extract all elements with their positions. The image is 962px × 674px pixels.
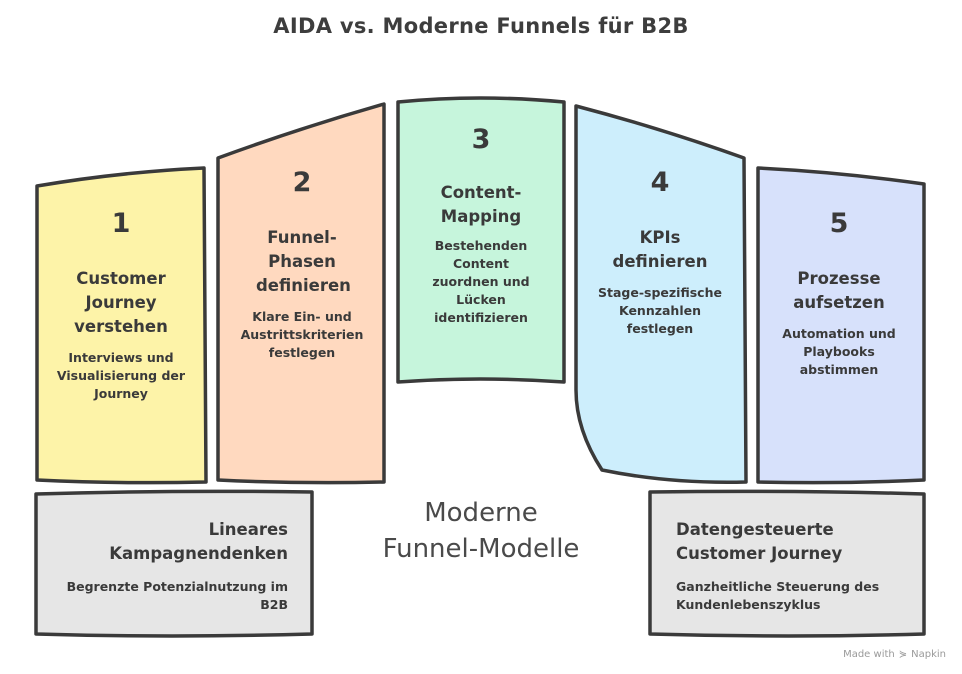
step-description: Bestehenden Content zuordnen und Lücken … <box>432 238 530 325</box>
step-heading: Funnel-Phasen definieren <box>256 228 351 295</box>
base-left: Lineares Kampagnendenken Begrenzte Poten… <box>52 518 288 614</box>
step-heading: KPIs definieren <box>612 228 708 271</box>
step-description: Klare Ein- und Austrittskriterien festle… <box>240 309 364 360</box>
step-description: Interviews und Visualisierung der Journe… <box>56 350 186 401</box>
step-heading: Prozesse aufsetzen <box>793 269 885 312</box>
step-number: 1 <box>111 208 131 239</box>
step-description: Stage-spezifische Kennzahlen festlegen <box>598 285 722 336</box>
center-label: Moderne Funnel-Modelle <box>382 498 580 564</box>
footer-credit: Made with ⋟ Napkin <box>843 649 946 660</box>
base-heading: Datengesteuerte Customer Journey <box>676 520 843 563</box>
base-description: Begrenzte Potenzialnutzung im B2B <box>66 579 288 612</box>
step-heading: Customer Journey verstehen <box>74 269 168 336</box>
step-5-shape <box>756 166 926 485</box>
step-3-shape <box>396 96 566 384</box>
step-number: 5 <box>829 208 849 239</box>
step-4-shape <box>574 104 748 484</box>
step-2: 2 Funnel-Phasen definieren Klare Ein- un… <box>222 167 382 362</box>
diagram-title: AIDA vs. Moderne Funnels für B2B <box>273 14 689 38</box>
step-5: 5 Prozesse aufsetzen Automation und Play… <box>758 208 920 379</box>
step-heading: Content-Mapping <box>440 183 522 226</box>
base-left-shape <box>34 489 314 638</box>
made-with-label: Made with <box>843 649 895 660</box>
step-2-shape <box>216 102 386 485</box>
base-right-shape <box>648 489 926 638</box>
step-number: 3 <box>471 124 491 155</box>
napkin-logo-icon: ⋟ <box>898 649 908 660</box>
step-number: 4 <box>650 167 670 198</box>
step-3: 3 Content-Mapping Bestehenden Content zu… <box>398 124 564 327</box>
base-heading: Lineares Kampagnendenken <box>109 520 288 563</box>
base-right: Datengesteuerte Customer Journey Ganzhei… <box>676 518 912 614</box>
step-1: 1 Customer Journey verstehen Interviews … <box>40 208 202 403</box>
step-4: 4 KPIs definieren Stage-spezifische Kenn… <box>578 167 742 338</box>
step-1-shape <box>35 166 208 485</box>
step-number: 2 <box>292 167 312 198</box>
brand-label: Napkin <box>911 649 946 660</box>
step-description: Automation und Playbooks abstimmen <box>782 326 896 377</box>
base-description: Ganzheitliche Steuerung des Kundenlebens… <box>676 579 880 612</box>
